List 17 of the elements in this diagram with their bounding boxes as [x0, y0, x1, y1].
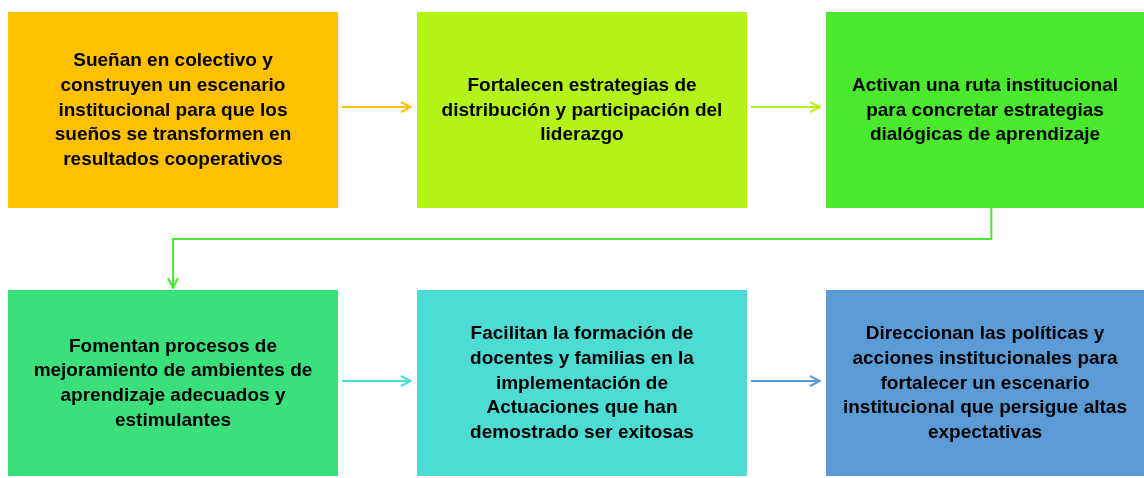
- box-text: Sueñan en colectivo y construyen un escenario institucional para que los sueños se transformen en resultados cooperativos: [53, 48, 293, 172]
- box-text: Fortalecen estrategias de distribución y participación del liderazgo: [440, 72, 724, 147]
- box-text: Activan una ruta institucional para concretar estrategias dialógicas de aprendizaje: [850, 72, 1119, 147]
- box-text: Direccionan las políticas y acciones institucionales para fortalecer un escenario institucional que persigue altas expectativas: [842, 321, 1128, 445]
- arrow: [341, 101, 412, 113]
- box-text: Fomentan procesos de mejoramiento de ambientes de aprendizaje adecuados y estimulantes: [32, 333, 314, 432]
- process-box: [8, 12, 338, 208]
- arrow: [750, 101, 821, 113]
- arrow: [341, 375, 412, 387]
- process-box: [417, 12, 747, 208]
- box-text: Facilitan la formación de docentes y familias en la implementación de Actuaciones que han demostrado ser exitosas: [469, 321, 695, 445]
- process-box: [826, 290, 1144, 476]
- arrow: [750, 375, 821, 387]
- process-box: [417, 290, 747, 476]
- process-box: [8, 290, 338, 476]
- arrow: [167, 207, 993, 289]
- process-box: [826, 12, 1144, 208]
